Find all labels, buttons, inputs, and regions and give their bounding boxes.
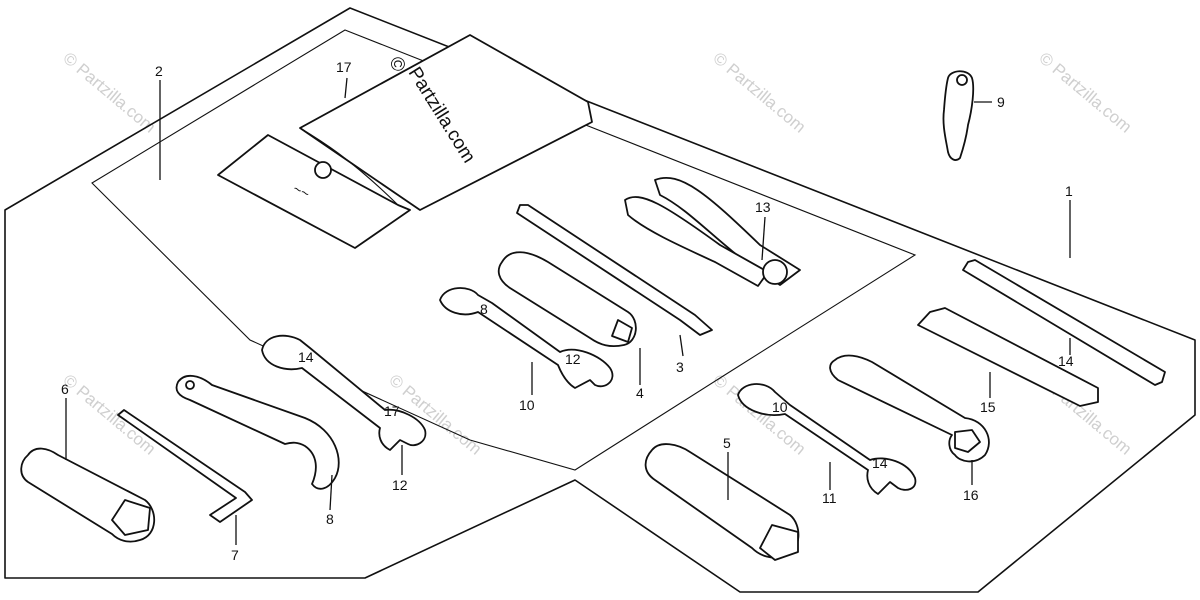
screwdriver-handle [497, 251, 637, 348]
pliers [624, 176, 801, 287]
watermark-tile: © Partzilla.com [709, 49, 809, 137]
kit-outline [4, 7, 1196, 593]
box-spanner [644, 443, 800, 561]
callout-8: 8 [326, 511, 334, 527]
pin-spanner [175, 375, 340, 490]
plug-wrench [20, 447, 156, 543]
wrench-14x17-size-b: 17 [384, 403, 400, 419]
callout-3: 3 [676, 359, 684, 375]
hex-key [117, 409, 253, 523]
wrench-14x17: 14 17 [261, 334, 427, 451]
wrench-10x14-size-b: 14 [872, 455, 888, 471]
callout-17: 17 [336, 59, 352, 75]
callout-10: 10 [519, 397, 535, 413]
wrench-8x12: 8 12 [439, 287, 614, 389]
callout-12: 12 [392, 477, 408, 493]
callout-9: 9 [997, 94, 1005, 110]
ring-spanner [829, 354, 990, 463]
callout-11: 11 [822, 490, 837, 506]
callout-15: 15 [980, 399, 996, 415]
long-rod [962, 259, 1166, 386]
flat-bar [917, 307, 1099, 407]
wrench-14x17-size: 14 [298, 349, 314, 365]
watermark-tile: © Partzilla.com [1035, 49, 1135, 137]
wrench-10x14-size: 10 [772, 399, 788, 415]
watermark-tile: © Partzilla.com [59, 371, 159, 459]
wrench-8x12-size-b: 12 [565, 351, 581, 367]
callout-2: 2 [155, 63, 163, 79]
wrench-10x14: 10 14 [737, 383, 917, 495]
callout-14: 14 [1058, 353, 1074, 369]
watermark-tile: © Partzilla.com [59, 49, 159, 137]
callout-13: 13 [755, 199, 771, 215]
watermark-symbol: © [386, 57, 407, 71]
callout-7: 7 [231, 547, 239, 563]
callout-16: 16 [963, 487, 979, 503]
handle-clip [942, 70, 975, 161]
callout-4: 4 [636, 385, 644, 401]
leader-lines [65, 77, 1071, 545]
screwdriver-blade [516, 204, 713, 336]
tool-bag-panel [91, 29, 917, 471]
callout-1: 1 [1065, 183, 1073, 199]
callout-numbers: 1 2 3 4 5 6 7 8 9 10 11 12 13 14 15 16 1… [61, 59, 1074, 563]
wrench-8x12-size: 8 [480, 301, 488, 317]
callout-5: 5 [723, 435, 731, 451]
callout-6: 6 [61, 381, 69, 397]
tool-bag-mark: ~~ [291, 180, 313, 201]
tool-bag-roll: ~~ [217, 34, 593, 249]
